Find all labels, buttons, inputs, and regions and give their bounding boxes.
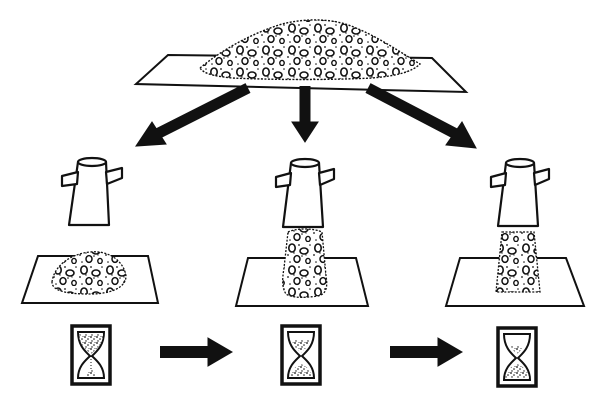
stage-3-group: [444, 157, 586, 388]
arrow-icon: [390, 337, 463, 367]
slump-cone-icon: [274, 157, 336, 229]
stage-2-concrete: [282, 228, 328, 298]
hourglass-icon: [70, 324, 112, 386]
stage-1-group: [20, 156, 160, 386]
time-arrow-2: [390, 337, 463, 367]
stage-2-group: [234, 157, 370, 386]
arrow-icon: [291, 86, 319, 143]
arrow-icon: [135, 83, 251, 147]
branch-arrows: [135, 83, 477, 149]
hourglass-icon: [496, 326, 538, 388]
concrete-pile-icon: [199, 19, 422, 81]
arrow-icon: [160, 337, 233, 367]
slump-cone-icon: [60, 156, 124, 227]
slump-cone-icon: [489, 157, 551, 228]
time-arrow-1: [160, 337, 233, 367]
arrow-icon: [365, 83, 477, 149]
stage-3-concrete: [495, 231, 541, 293]
source-pile-group: [133, 19, 469, 94]
stage-1-concrete: [51, 251, 127, 295]
hourglass-icon: [280, 324, 322, 386]
